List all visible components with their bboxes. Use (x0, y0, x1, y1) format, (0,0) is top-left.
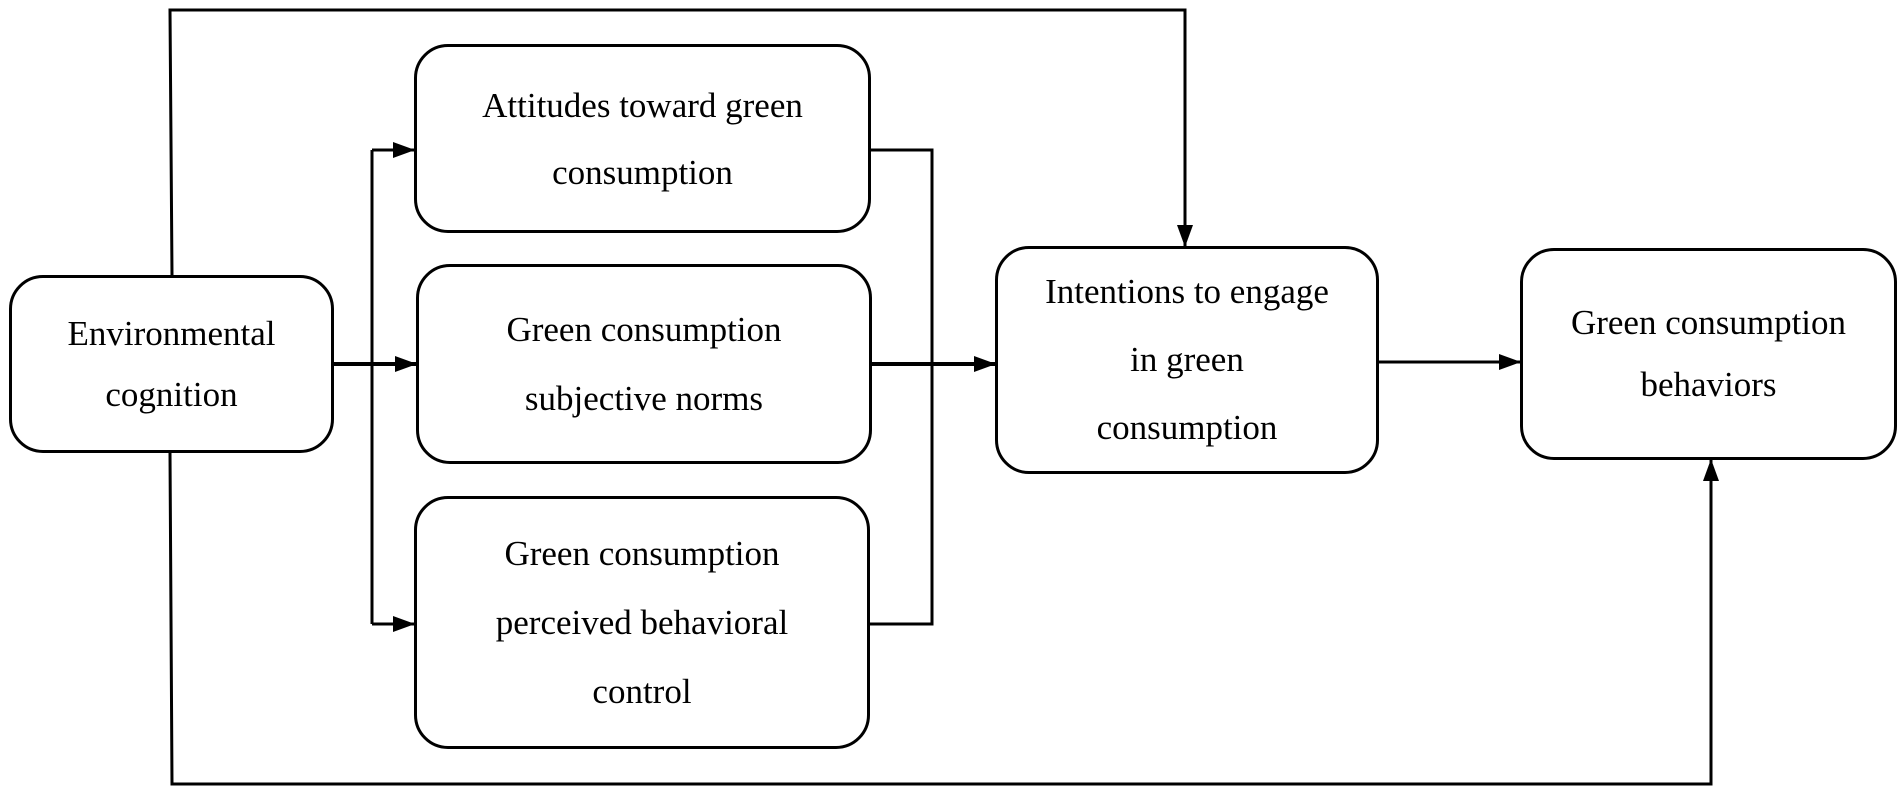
edge-env-to-intentions (168, 8, 1193, 276)
node-label-line: Green consumption (504, 534, 780, 573)
node-label-line: cognition (105, 375, 238, 414)
node-label-line: consumption (552, 152, 733, 192)
node-behaviors: Green consumption behaviors (1520, 248, 1897, 460)
edge-attitudes-to-merge (870, 148, 934, 626)
node-intentions: Intentions to engage in green consumptio… (995, 246, 1379, 474)
node-label-line: Environmental (67, 314, 276, 353)
node-label-line: perceived behavioral (495, 603, 789, 642)
node-label-line: control (592, 672, 692, 711)
node-label-line: Intentions to engage (1045, 272, 1329, 311)
node-label-line: behaviors (1640, 365, 1777, 404)
node-label-line: in green (1130, 340, 1244, 379)
node-subjective-norms: Green consumption subjective norms (416, 264, 872, 464)
node-environmental-cognition: Environmental cognition (9, 275, 334, 453)
node-perceived-behavioral-control: Green consumption perceived behavioral c… (414, 496, 870, 749)
node-label-line: Green consumption (1570, 303, 1847, 342)
node-label-line: subjective norms (524, 379, 764, 418)
node-label-line: Green consumption (506, 310, 782, 349)
edge-env-to-behaviors (168, 452, 1719, 786)
node-attitudes: Attitudes toward green consumption (414, 44, 871, 233)
node-label-line: Attitudes toward green (482, 85, 803, 125)
node-label-line: consumption (1096, 408, 1278, 447)
